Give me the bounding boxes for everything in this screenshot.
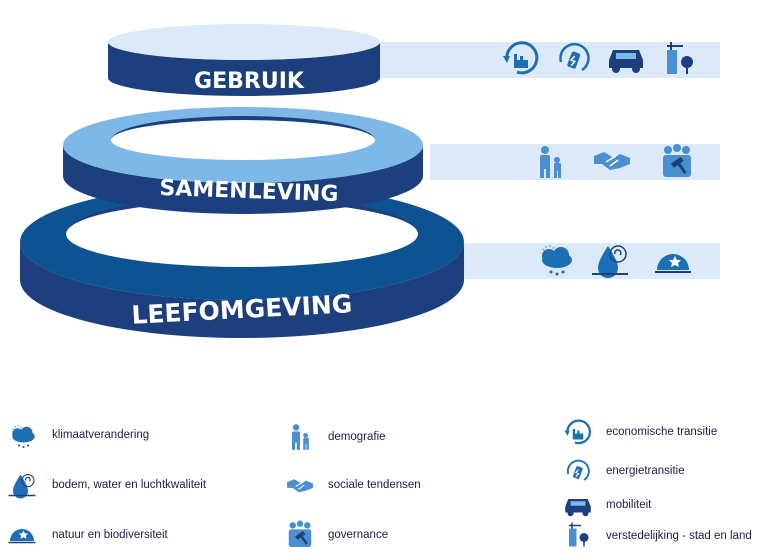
energy-transition-icon [566,459,590,481]
legend-label: verstedelijking - stad en land [606,530,752,542]
legend-label: natuur en biodiversiteit [52,529,168,541]
legend-label: klimaatverandering [52,429,150,441]
car-icon [565,499,591,517]
legend-item-energie: energietransitie [560,456,685,486]
climate-icon [11,425,36,449]
layer-label-gebruik: GEBRUIK [194,69,305,94]
layer-gebruik: GEBRUIK [108,24,380,96]
legend-label: sociale tendensen [328,479,421,491]
legend-item-natuur: natuur en biodiversiteit [2,520,168,550]
legend-item-mobiliteit: mobiliteit [560,492,651,518]
legend-item-economisch: economische transitie [560,416,717,448]
layer-leefomgeving: LEEFOMGEVING [20,184,464,338]
legend-label: economische transitie [606,426,718,438]
water-quality-icon [7,473,37,500]
legend-label: energietransitie [606,465,685,477]
governance-icon [663,144,691,177]
layer-label-samenleving: SAMENLEVING [159,176,339,207]
legend-item-governance: governance [282,518,388,552]
legend-label: bodem, water en luchtkwaliteit [52,479,207,491]
legend-item-sociale: sociale tendensen [282,470,421,500]
demography-icon [291,424,309,450]
legend-item-bodem: bodem, water en luchtkwaliteit [2,470,206,500]
urbanization-icon [568,521,590,548]
legend-label: mobiliteit [606,499,652,511]
layer-samenleving: SAMENLEVING [63,107,423,214]
nature-icon [7,528,37,544]
legend-item-demografie: demografie [282,420,386,454]
legend-label: governance [328,529,389,541]
band-gebruik [370,42,720,78]
layers-diagram: LEEFOMGEVING SAMENLEVING GEBRUIK [20,24,720,338]
legend-item-verstedelijking: verstedelijking - stad en land [560,520,752,552]
legend-label: demografie [328,431,386,443]
governance-icon [288,520,312,548]
economic-transition-icon [563,419,592,445]
legend-item-klimaat: klimaatverandering [2,420,149,450]
handshake-icon [286,478,314,493]
